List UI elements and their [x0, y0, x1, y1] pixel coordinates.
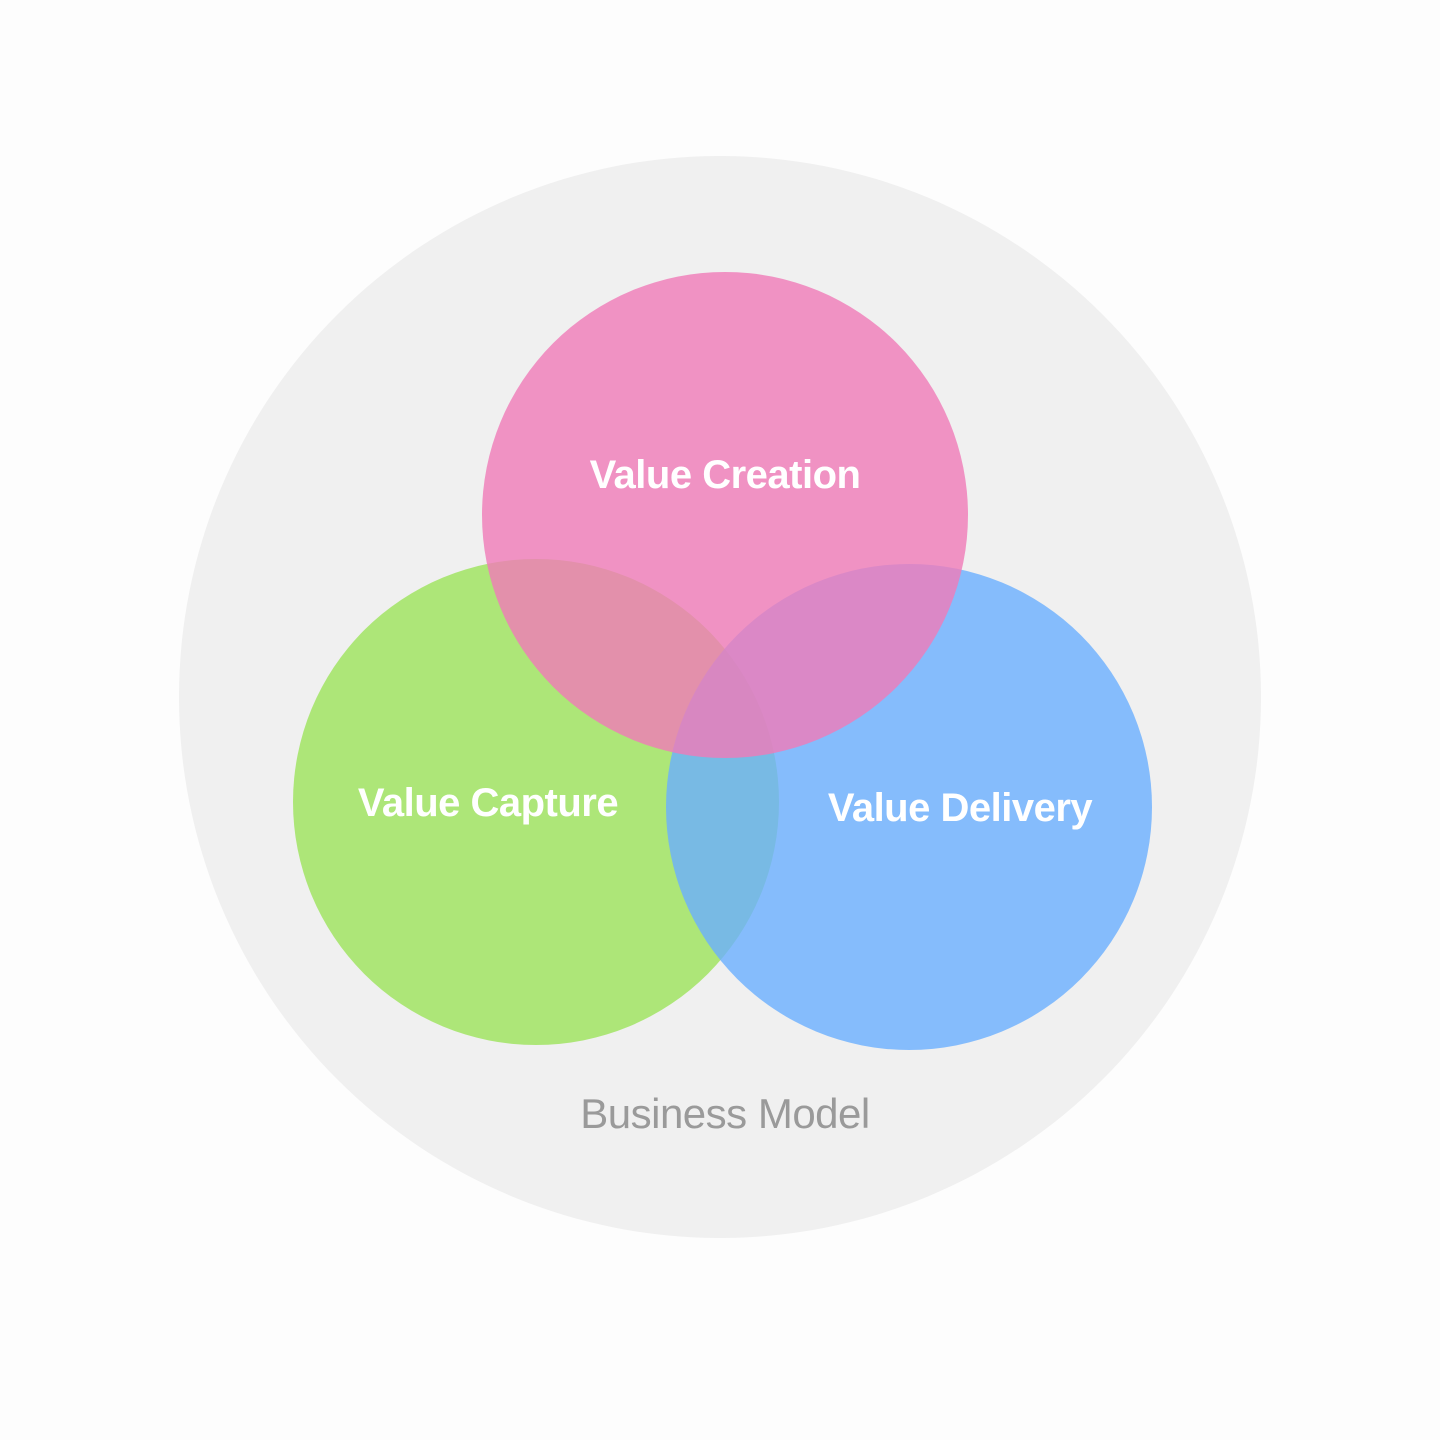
value-creation-circle — [482, 272, 968, 758]
value-capture-label: Value Capture — [358, 781, 618, 825]
value-creation-label: Value Creation — [590, 453, 861, 497]
business-model-label: Business Model — [580, 1090, 869, 1137]
value-circles — [293, 272, 1152, 1050]
value-delivery-label: Value Delivery — [828, 786, 1094, 830]
